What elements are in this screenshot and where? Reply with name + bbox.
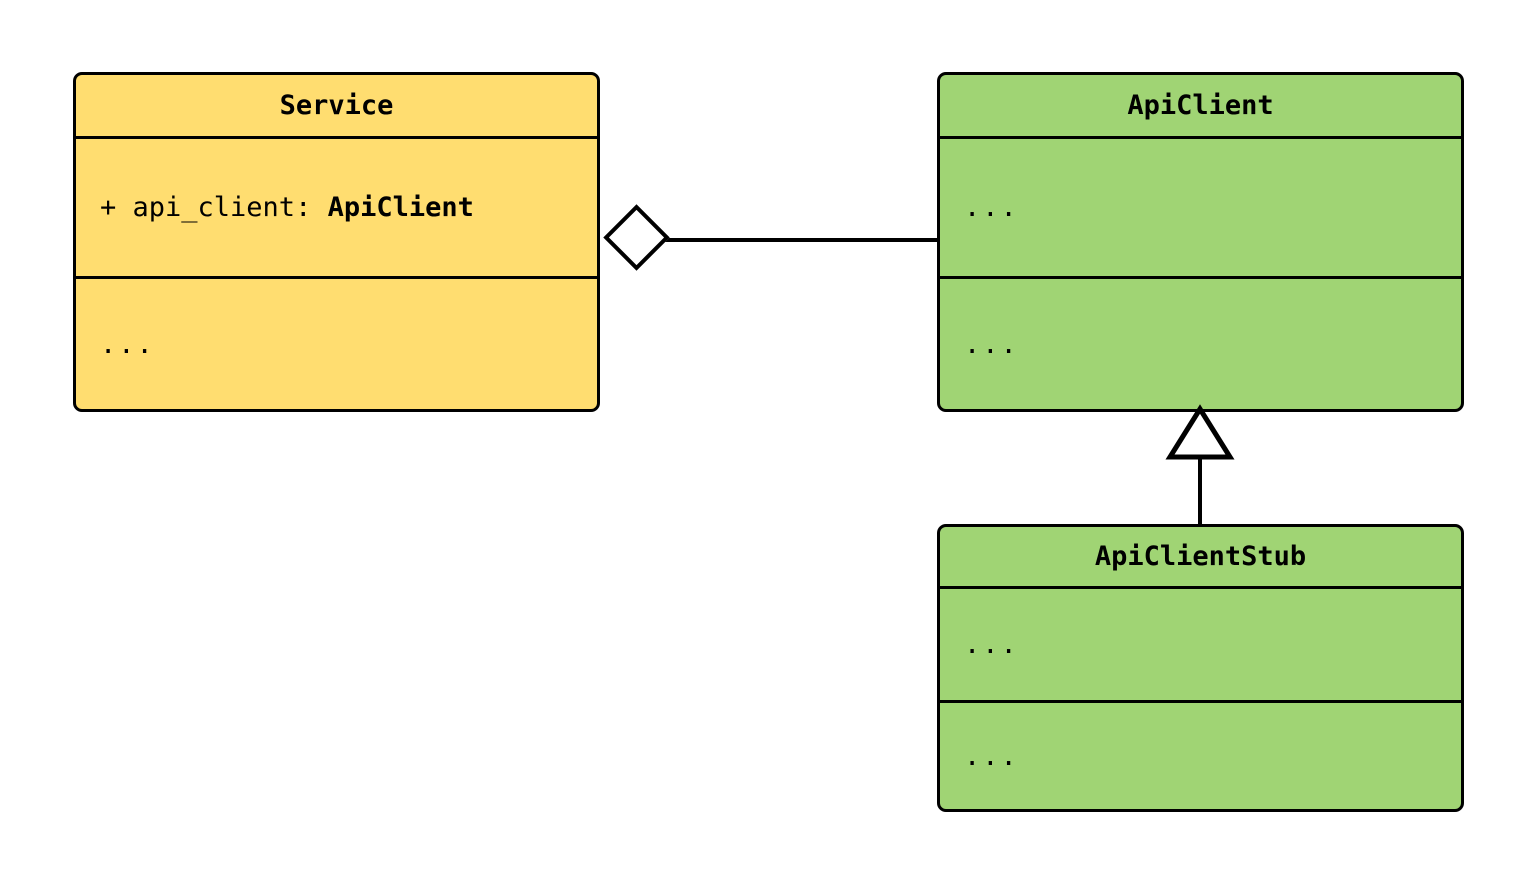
- uml-attribute-api-client-type: ApiClient: [327, 192, 474, 223]
- uml-class-title-service: Service: [76, 75, 597, 139]
- uml-methods-apiclient: ...: [940, 276, 1461, 409]
- generalization-line-apiclientstub-apiclient: [1198, 455, 1202, 526]
- uml-methods-service: ...: [76, 276, 597, 409]
- uml-attributes-apiclient: ...: [940, 139, 1461, 276]
- uml-attributes-apiclientstub: ...: [940, 589, 1461, 700]
- uml-attributes-ellipsis-apiclientstub: ...: [964, 629, 1019, 660]
- uml-class-title-apiclient: ApiClient: [940, 75, 1461, 139]
- generalization-triangle-icon: [1165, 404, 1235, 460]
- uml-attributes-ellipsis-apiclient: ...: [964, 192, 1019, 223]
- uml-methods-ellipsis-apiclient: ...: [964, 328, 1019, 360]
- uml-attribute-api-client-label: + api_client:: [100, 192, 328, 223]
- uml-methods-apiclientstub: ...: [940, 700, 1461, 809]
- uml-class-service[interactable]: Service + api_client: ApiClient ...: [73, 72, 600, 412]
- uml-attribute-api-client: + api_client: ApiClient: [100, 194, 474, 221]
- aggregation-line-service-apiclient: [658, 238, 940, 242]
- uml-class-apiclientstub[interactable]: ApiClientStub ... ...: [937, 524, 1464, 812]
- uml-methods-ellipsis-apiclientstub: ...: [964, 740, 1019, 772]
- uml-methods-ellipsis-service: ...: [100, 328, 155, 360]
- uml-attributes-service: + api_client: ApiClient: [76, 139, 597, 276]
- uml-class-title-apiclientstub: ApiClientStub: [940, 527, 1461, 589]
- uml-class-apiclient[interactable]: ApiClient ... ...: [937, 72, 1464, 412]
- aggregation-diamond-icon: [603, 204, 670, 271]
